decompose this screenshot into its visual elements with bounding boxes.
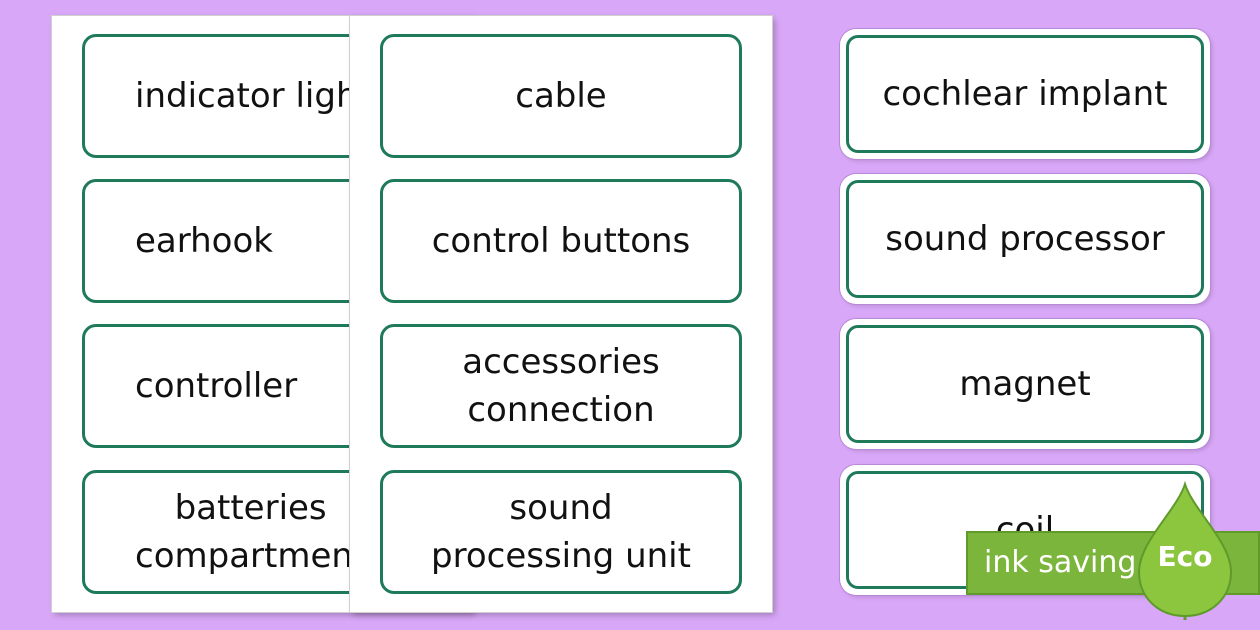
word-card: control buttons [380,179,742,303]
cutout-word-card: cochlear implant [840,29,1210,159]
word-card: accessories connection [380,324,742,448]
word-card-label: controller [135,366,298,406]
cutout-word-card: sound processor [840,174,1210,304]
leaf-drop-icon [1137,480,1233,620]
word-card: sound processing unit [380,470,742,594]
ink-saving-label: ink saving [984,545,1137,580]
cutout-word-card-label: cochlear implant [846,35,1204,153]
eco-label: Eco [1157,540,1213,573]
word-card-sheet-front: cable control buttons accessories connec… [350,16,772,612]
word-card-label: accessories connection [462,342,660,430]
word-card-label: indicator light [135,76,371,116]
cutout-word-card: magnet [840,319,1210,449]
word-card-label: earhook [135,221,273,261]
word-card: cable [380,34,742,158]
word-card-label: cable [515,76,607,116]
cutout-word-card-label: magnet [846,325,1204,443]
word-card-label: sound processing unit [431,488,691,576]
cutout-word-card-label: sound processor [846,180,1204,298]
word-card-label: control buttons [431,221,691,261]
word-card-label: batteries compartment [135,488,367,576]
